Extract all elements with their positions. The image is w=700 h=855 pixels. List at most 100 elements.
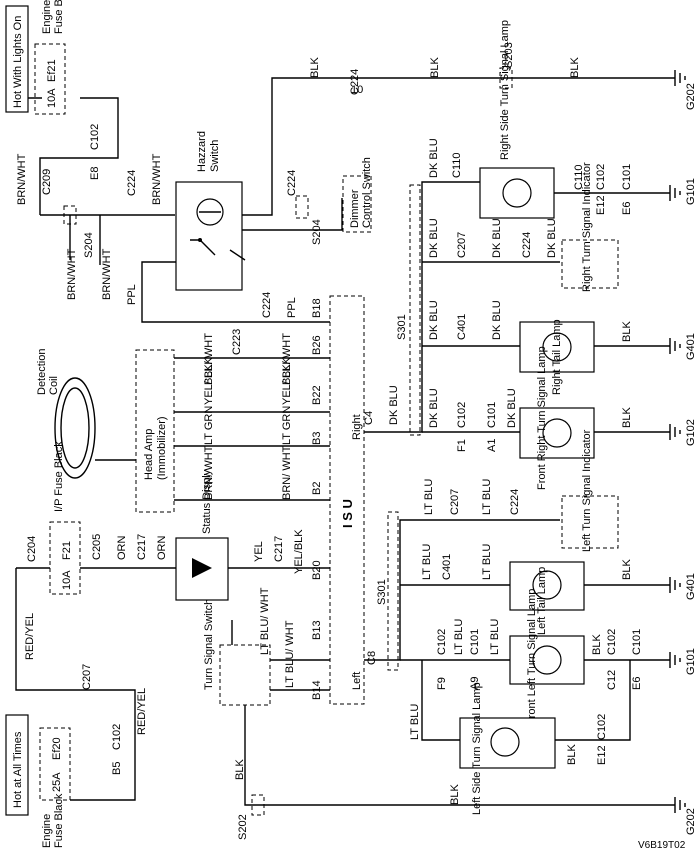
r-tail-icon <box>542 332 572 362</box>
ground-g401-b-label: G401 <box>685 573 697 600</box>
fuse-f21-rating: 10A <box>61 570 73 590</box>
wire-blk-top <box>242 77 675 216</box>
label-ltblu-4: LT BLU <box>481 544 493 580</box>
label-orn-1: ORN <box>116 536 128 561</box>
label-ltblu-7: LT BLU <box>409 704 421 740</box>
l-indicator-label: Left Turn Signal Indicator <box>581 429 593 552</box>
label-ltgrn-1: LT GRN <box>203 406 215 445</box>
label-blk-fl: BLK <box>591 634 603 655</box>
conn-b5: B5 <box>111 762 123 775</box>
fuse-ef21-boxname: Engine <box>41 0 53 34</box>
label-ltblu-6: LT BLU <box>489 619 501 655</box>
wire-l-side <box>421 660 631 741</box>
turn-switch-label: Turn Signal Switch <box>203 599 215 690</box>
label-blk-bot: BLK <box>449 784 461 805</box>
pin-b18: B18 <box>311 298 323 318</box>
fl-turn-icon <box>532 645 562 675</box>
fuse-f21-name: F21 <box>61 541 73 560</box>
splice-s301-left <box>387 511 399 671</box>
splice-s301-right-label: S301 <box>396 314 408 340</box>
conn-c110-a: C110 <box>451 153 463 178</box>
conn-c102-e: C102 <box>436 629 448 655</box>
label-blk-3: BLK <box>569 57 581 78</box>
wire-brnwht-drops <box>69 215 101 265</box>
conn-c217-a: C217 <box>136 534 148 560</box>
label-dkblu-7: DK BLU <box>428 388 440 428</box>
ground-g202-bot-label: G202 <box>685 808 697 835</box>
conn-c217-b: C217 <box>273 536 285 562</box>
label-redyel-1: RED/YEL <box>24 613 36 660</box>
label-redyel-2: RED/YEL <box>136 688 148 735</box>
conn-c101-b: C101 <box>486 402 498 428</box>
conn-c207-b: C207 <box>456 232 468 258</box>
label-brnwht-1: BRN/WHT <box>16 153 28 205</box>
fuse-ef20-rating: 25A <box>51 772 63 792</box>
r-tail-label: Right Tail Lamp <box>551 319 563 395</box>
splice-s202 <box>251 794 265 816</box>
fuse-ef21-rating: 10A <box>46 88 58 108</box>
label-dkblu-6: DK BLU <box>491 300 503 340</box>
label-dkblu-1: DK BLU <box>428 138 440 178</box>
fuse-f21-box <box>49 521 81 595</box>
label-blk-s: BLK <box>234 759 246 780</box>
fuse-ef20-box <box>39 727 71 801</box>
pin-b26: B26 <box>311 335 323 355</box>
label-ltblu-2: LT BLU <box>481 479 493 515</box>
label-brnwht-3: BRN/WHT <box>101 248 113 300</box>
splice-s203 <box>499 67 513 89</box>
conn-c207-c: C207 <box>449 489 461 515</box>
conn-c102-g: C102 <box>596 714 608 740</box>
pin-b3: B3 <box>311 432 323 445</box>
label-blk-rt: BLK <box>621 321 633 342</box>
ground-g101-b-label: G101 <box>685 648 697 675</box>
diagram-id: V6B19T02 <box>638 840 686 851</box>
conn-c224-f: C224 <box>509 489 521 515</box>
pin-10: 10 <box>351 84 363 96</box>
conn-c102-d: C102 <box>456 402 468 428</box>
dimmer-label: Dimmer <box>349 189 361 228</box>
label-dkblu-2: DK BLU <box>428 218 440 258</box>
r-side-lamp-icon <box>502 178 532 208</box>
splice-s204-b <box>295 195 309 219</box>
ground-g102-label: G102 <box>685 419 697 446</box>
conn-c209: C209 <box>41 169 53 195</box>
label-dkblu-isu: DK BLU <box>388 385 400 425</box>
label-orn-2: ORN <box>156 536 168 561</box>
conn-c224-c: C224 <box>286 170 298 196</box>
conn-c110-b: C110 <box>573 165 585 190</box>
conn-c102-c: C102 <box>595 164 607 190</box>
label-yel: YEL <box>253 541 265 562</box>
conn-c102-b: C102 <box>111 724 123 750</box>
ground-g202-label: G202 <box>685 83 697 110</box>
conn-e12-b: E12 <box>596 745 608 765</box>
label-blk-lt: BLK <box>621 559 633 580</box>
fuse-f21-boxname: I/P Fuse Black <box>53 441 65 512</box>
conn-c102-a: C102 <box>89 124 101 150</box>
power-lights-on-box <box>5 5 29 113</box>
r-side-lamp-label: Right Side Turn Signal Lamp <box>499 20 511 160</box>
pin-b13: B13 <box>311 620 323 640</box>
fl-turn-label: Front Left Turn Signal Lamp <box>526 589 538 725</box>
conn-c101-a: C101 <box>621 164 633 190</box>
splice-s301-left-label: S301 <box>376 579 388 605</box>
ground-g202-bot <box>674 797 686 813</box>
l-tail-icon <box>532 570 562 600</box>
label-blkwht-1: BLK/ WHT <box>203 333 215 385</box>
conn-c8: C8 <box>366 651 378 665</box>
status-led-icon <box>192 558 212 578</box>
splice-s204-a-label: S204 <box>83 232 95 258</box>
label-blk-fr: BLK <box>621 407 633 428</box>
wire-turn-switch <box>231 620 675 806</box>
conn-e6-b: E6 <box>631 677 643 690</box>
wires-headamp-isu <box>174 357 330 501</box>
pin-b14: B14 <box>311 680 323 700</box>
fr-turn-icon <box>542 418 572 448</box>
label-yelblk-3: YEL/BLK <box>293 529 305 574</box>
ground-g401-a-label: G401 <box>685 333 697 360</box>
ground-g401-a <box>669 338 681 354</box>
pin-b22: B22 <box>311 385 323 405</box>
conn-c224-a: C224 <box>349 69 361 95</box>
splice-s202-label: S202 <box>237 814 249 840</box>
ground-g101-a <box>669 185 681 201</box>
